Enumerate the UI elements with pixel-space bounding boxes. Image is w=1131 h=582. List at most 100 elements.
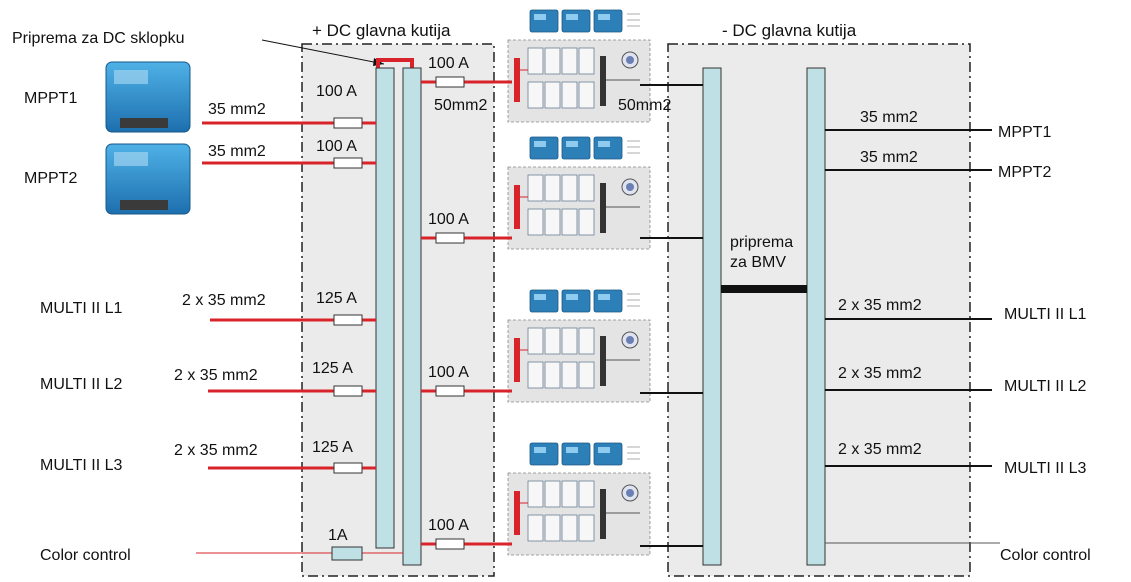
battery-cell-3-3 xyxy=(561,327,578,355)
battery-cell-3-1 xyxy=(527,327,544,355)
battery-module-screen-1-1 xyxy=(534,14,546,20)
battery-bms-bar-2 xyxy=(600,183,606,233)
fuse-l2 xyxy=(333,385,363,397)
battery-cell-4-8 xyxy=(578,514,595,542)
battery-cell-2-5 xyxy=(527,208,544,236)
battery-bms-bar-1 xyxy=(600,56,606,106)
fuse-mppt1 xyxy=(333,117,363,129)
right-cable-size-l3: 2 x 35 mm2 xyxy=(838,441,922,458)
fuse-mppt2 xyxy=(333,157,363,169)
fuse-l1 xyxy=(333,314,363,326)
battery-cell-1-2 xyxy=(544,47,561,75)
fuse-rating-l2: 125 A xyxy=(312,360,353,377)
left-mppt1-label: MPPT1 xyxy=(24,90,77,107)
left-color-control-label: Color control xyxy=(40,547,131,564)
battery-module-1-2 xyxy=(561,9,591,33)
battery-cell-3-6 xyxy=(544,361,561,389)
battery-pos-terminal-3 xyxy=(514,338,520,382)
cable-size-l1: 2 x 35 mm2 xyxy=(182,292,266,309)
battery-module-2-3 xyxy=(593,136,623,160)
bmv-shunt xyxy=(721,285,807,293)
right-cable-size-l2: 2 x 35 mm2 xyxy=(838,365,922,382)
battery-module-2-1 xyxy=(529,136,559,160)
left-multi-l2-label: MULTI II L2 xyxy=(40,376,122,393)
batt1-cable-left: 50mm2 xyxy=(434,97,487,114)
battery-module-3-3 xyxy=(593,289,623,313)
plus-dc-box xyxy=(301,43,495,577)
fuse-l3 xyxy=(333,462,363,474)
battery-cell-2-2 xyxy=(544,174,561,202)
battery-gauge-center-4 xyxy=(626,489,634,497)
plus-box-title: + DC glavna kutija xyxy=(312,21,451,40)
battery-module-screen-1-3 xyxy=(598,14,610,20)
fuse-rating-l1: 125 A xyxy=(316,290,357,307)
fuse-rating-l3: 125 A xyxy=(312,439,353,456)
battery-cell-4-1 xyxy=(527,480,544,508)
dc-switch-prep-label: Priprema za DC sklopku xyxy=(12,30,185,47)
batt2-fuse xyxy=(435,232,465,244)
battery-module-3-1 xyxy=(529,289,559,313)
mppt2-device xyxy=(105,143,191,215)
battery-module-1-1 xyxy=(529,9,559,33)
battery-module-screen-2-2 xyxy=(566,141,578,147)
battery-cell-2-6 xyxy=(544,208,561,236)
battery-module-screen-2-3 xyxy=(598,141,610,147)
battery-cell-4-6 xyxy=(544,514,561,542)
battery-module-screen-4-2 xyxy=(566,447,578,453)
battery-cell-1-4 xyxy=(578,47,595,75)
battery-module-screen-2-1 xyxy=(534,141,546,147)
battery-module-screen-3-3 xyxy=(598,294,610,300)
minus-box-title: - DC glavna kutija xyxy=(722,21,857,40)
battery-gauge-center-3 xyxy=(626,336,634,344)
battery-cell-2-4 xyxy=(578,174,595,202)
battery-module-2-2 xyxy=(561,136,591,160)
minus-busbar-right xyxy=(806,67,826,566)
battery-module-screen-3-2 xyxy=(566,294,578,300)
right-color-control-label: Color control xyxy=(1000,547,1091,564)
fuse-rating-mppt2: 100 A xyxy=(316,138,357,155)
battery-cell-4-5 xyxy=(527,514,544,542)
cable-size-mppt2: 35 mm2 xyxy=(208,143,266,160)
battery-cell-2-7 xyxy=(561,208,578,236)
plus-busbar-right xyxy=(402,67,422,566)
batt1-fuse xyxy=(435,76,465,88)
dc-switch-arrow xyxy=(261,39,385,65)
batt4-fuse-rating: 100 A xyxy=(428,517,469,534)
battery-column xyxy=(507,9,651,556)
right-cable-size-mppt2: 35 mm2 xyxy=(860,149,918,166)
battery-module-1-3 xyxy=(593,9,623,33)
left-multi-l3-label: MULTI II L3 xyxy=(40,457,122,474)
batt1-fuse-rating: 100 A xyxy=(428,55,469,72)
battery-gauge-center-1 xyxy=(626,56,634,64)
battery-module-screen-4-1 xyxy=(534,447,546,453)
right-mppt2-label: MPPT2 xyxy=(998,164,1051,181)
minus-busbar-left xyxy=(702,67,722,566)
right-cable-size-mppt1: 35 mm2 xyxy=(860,109,918,126)
battery-cell-1-6 xyxy=(544,81,561,109)
battery-cell-3-7 xyxy=(561,361,578,389)
dc-switch-bridge xyxy=(376,58,414,68)
bmv-prep-line2: za BMV xyxy=(730,254,786,271)
battery-cell-2-8 xyxy=(578,208,595,236)
battery-pos-terminal-4 xyxy=(514,491,520,535)
right-mppt1-label: MPPT1 xyxy=(998,124,1051,141)
bmv-prep-line1: priprema xyxy=(730,234,793,251)
battery-bms-bar-4 xyxy=(600,489,606,539)
battery-cell-4-4 xyxy=(578,480,595,508)
battery-cell-4-2 xyxy=(544,480,561,508)
battery-pos-terminal-1 xyxy=(514,58,520,102)
battery-cell-3-8 xyxy=(578,361,595,389)
cable-size-l2: 2 x 35 mm2 xyxy=(174,367,258,384)
battery-pos-terminal-2 xyxy=(514,185,520,229)
right-multi-l1-label: MULTI II L1 xyxy=(1004,306,1086,323)
battery-cell-1-1 xyxy=(527,47,544,75)
battery-gauge-center-2 xyxy=(626,183,634,191)
battery-module-4-2 xyxy=(561,442,591,466)
battery-cell-1-3 xyxy=(561,47,578,75)
fuse-cc xyxy=(331,546,363,561)
battery-cell-2-3 xyxy=(561,174,578,202)
battery-module-3-2 xyxy=(561,289,591,313)
right-multi-l2-label: MULTI II L2 xyxy=(1004,378,1086,395)
